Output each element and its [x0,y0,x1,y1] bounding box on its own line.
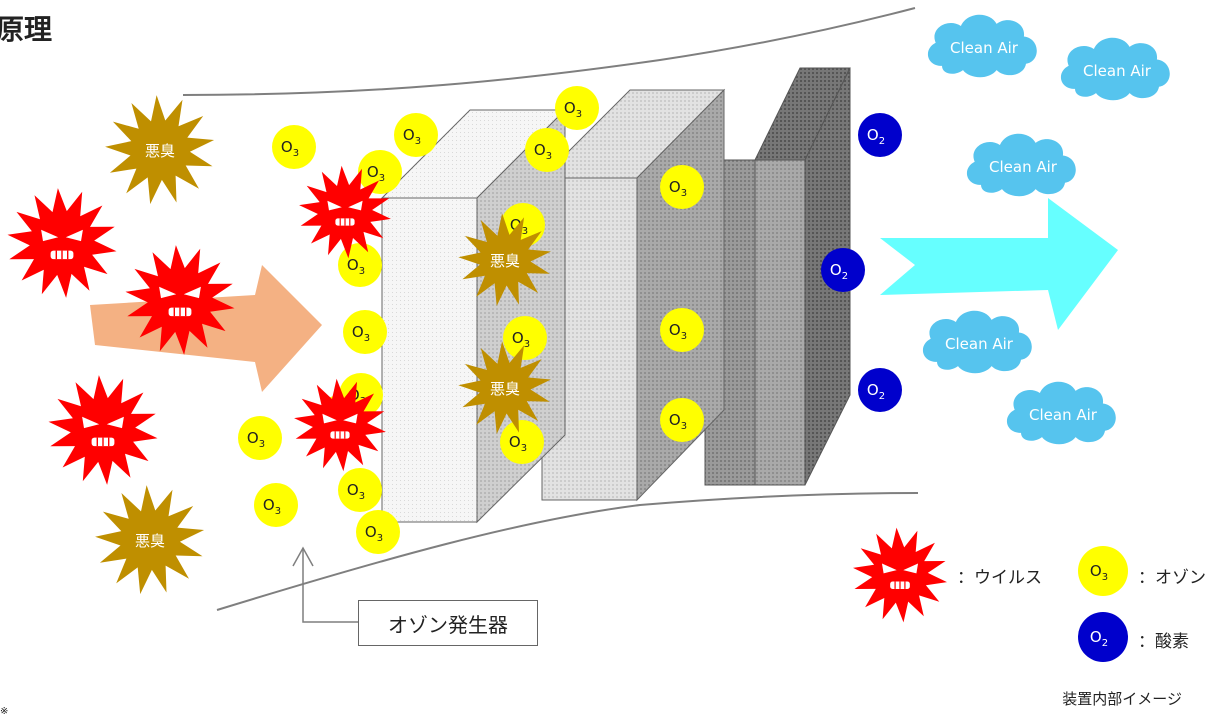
oxygen-icon: O2 [858,368,902,412]
ozone-icon: O3 [338,468,382,512]
legend-ozone-label: ：オゾン [1138,568,1206,588]
ozone-icon: O3 [254,483,298,527]
ozone-icon: O3 [660,165,704,209]
ozone-icon: O3 [358,150,402,194]
generator-pointer-line [302,548,358,623]
legend-oxygen-label: ：酸素 [1138,632,1189,652]
duct-top-line [182,7,916,96]
outgoing-air-arrow [880,198,1118,330]
filter-block-2 [540,88,726,502]
odor-label: 悪臭 [490,252,520,270]
ozone-icon: O3 [272,125,316,169]
filter-block-1 [380,108,567,524]
virus-icon [48,375,158,485]
ozone-icon: O3 [343,310,387,354]
ozone-icon: O3 [394,113,438,157]
clean-air-cloud: Clean Air [1060,37,1170,101]
odor-icon: 悪臭 [105,95,215,205]
odor-icon: 悪臭 [95,485,205,595]
ozone-icon: O3 [238,416,282,460]
incoming-air-arrow [90,265,322,392]
virus-icon [294,378,386,472]
legend-ozone-icon: O3 [1078,546,1128,596]
oxygen-icon: O2 [858,113,902,157]
page-title: 原理 [0,13,53,46]
virus-icon [125,245,235,355]
ozone-icon: O3 [660,308,704,352]
ozone-icon: O3 [503,316,547,360]
clean-air-label: Clean Air [1083,62,1152,80]
clean-air-label: Clean Air [1029,406,1098,424]
duct-bottom-line [216,492,919,611]
legend-virus-label: ：ウイルス [957,568,1042,588]
ozone-icon: O3 [525,128,569,172]
odor-icon: 悪臭 [458,341,551,434]
virus-icon [7,188,117,298]
ozone-icon: O3 [500,420,544,464]
odor-label: 悪臭 [490,380,520,398]
odor-icon: 悪臭 [458,213,551,306]
ozone-icon: O3 [338,243,382,287]
odor-label: 悪臭 [135,532,165,550]
clean-air-label: Clean Air [950,39,1019,57]
clean-air-cloud: Clean Air [927,14,1037,78]
ozone-icon: O3 [356,510,400,554]
ozone-generator-label: オゾン発生器 [358,600,538,646]
image-caption: 装置内部イメージ [1062,690,1182,708]
odor-label: 悪臭 [145,142,175,160]
ozone-icon: O3 [660,398,704,442]
oxygen-icon: O2 [821,248,865,292]
clean-air-label: Clean Air [945,335,1014,353]
footnote-mark: ※ [0,706,9,717]
ozone-icon: O3 [555,86,599,130]
clean-air-label: Clean Air [989,158,1058,176]
clean-air-cloud: Clean Air [1006,381,1116,445]
virus-icon [299,165,391,259]
legend-virus-icon [853,527,947,623]
clean-air-cloud: Clean Air [966,133,1076,197]
clean-air-cloud: Clean Air [922,310,1032,374]
legend-oxygen-icon: O2 [1078,612,1128,662]
generator-pointer-head [292,546,314,567]
